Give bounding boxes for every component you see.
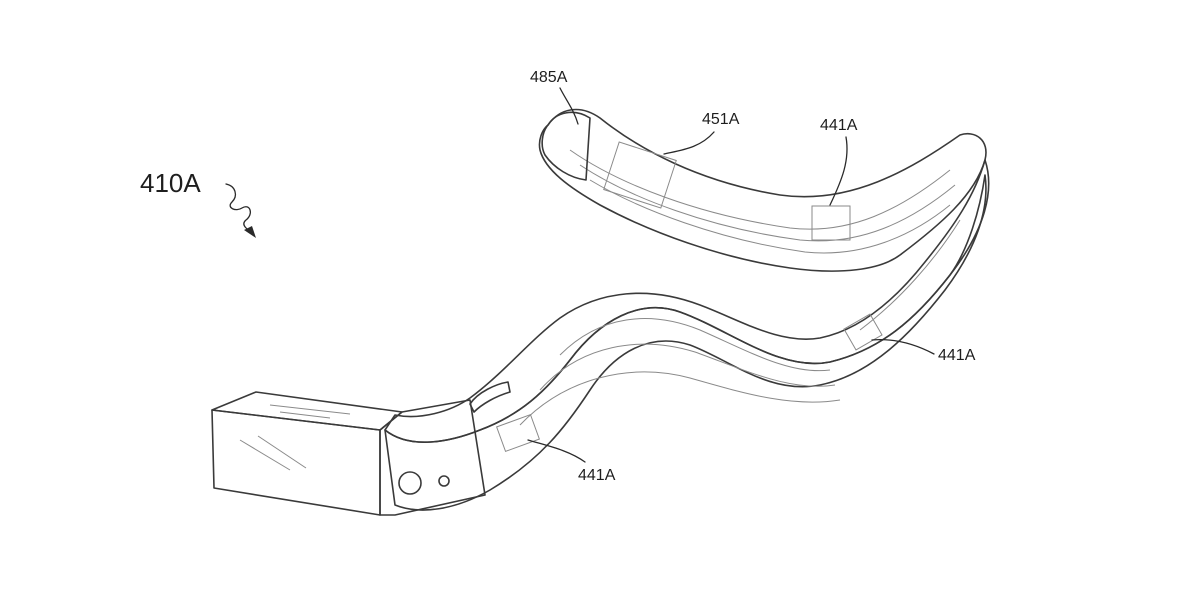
housing-glare-line [279,411,331,419]
arrow-head-icon [244,226,256,238]
callout-label-441a-bottom: 441A [578,467,616,484]
band-lower-shade-line [539,343,836,391]
band-upper-shade-line [569,149,951,230]
callout-label-485a: 485A [530,69,568,86]
callout-label-441a-top: 441A [820,117,858,134]
housing-front-face [211,409,381,516]
band-upper-shade-line [589,179,951,254]
callout-leader-441a-top [829,136,848,206]
display-housing [211,391,486,516]
band-component-outline [603,141,677,209]
band-lower-section [384,159,990,511]
callout-leader-441a-right [871,338,935,355]
callout-label-451a: 451A [702,111,740,128]
callout-leader-485a [559,87,579,125]
figure-number-label: 410A [140,168,201,198]
figure-reference: 410A [140,168,256,238]
callouts: 485A 451A 441A 441A 441A [527,69,976,484]
housing-side-face [379,399,486,516]
figure-pointer-arrow [225,183,253,233]
camera-lens-icon [398,471,422,495]
band-lower-shade-line [859,219,961,331]
housing-top-face [211,391,403,431]
band-end-cap [541,111,591,181]
housing-glare-line [239,439,291,471]
callout-leader-441a-bottom [527,439,586,463]
sensor-outline-bottom [495,413,541,453]
sensor-outline-top [811,205,851,241]
band-upper-shade-line [579,164,956,242]
band-lower-shade-line [559,318,831,372]
band-upper-body [538,108,987,272]
band-lower-body [384,159,990,443]
sensor-dot-icon [438,475,450,487]
band-button [469,381,511,413]
callout-leader-451a [663,131,715,155]
band-lower-side [384,174,987,511]
housing-glare-line [257,435,307,469]
housing-glare-line [269,404,351,415]
sensor-outline-right [843,313,883,351]
band-upper-section [538,108,987,272]
callout-label-441a-right: 441A [938,347,976,364]
band-lower-shade-line [519,371,841,426]
